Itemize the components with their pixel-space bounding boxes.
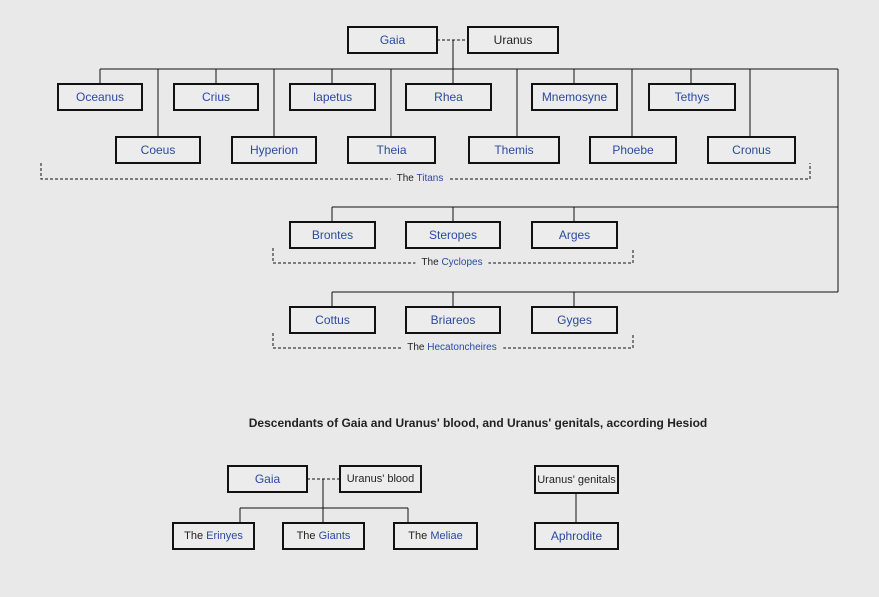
node-meliae: The Meliae — [393, 522, 478, 550]
link-erinyes[interactable]: Erinyes — [206, 530, 243, 542]
node-gyges[interactable]: Gyges — [531, 306, 618, 334]
label-prefix: The — [396, 173, 414, 184]
node-cottus[interactable]: Cottus — [289, 306, 376, 334]
group-link-titans[interactable]: Titans — [416, 173, 444, 184]
second-tree-title: Descendants of Gaia and Uranus' blood, a… — [248, 416, 708, 430]
node-themis[interactable]: Themis — [468, 136, 560, 164]
node-coeus[interactable]: Coeus — [115, 136, 201, 164]
label-prefix: The — [184, 530, 204, 542]
link-meliae[interactable]: Meliae — [430, 530, 463, 542]
node-giants: The Giants — [282, 522, 365, 550]
node-gaia[interactable]: Gaia — [347, 26, 438, 54]
node-mnemosyne[interactable]: Mnemosyne — [531, 83, 618, 111]
node-rhea[interactable]: Rhea — [405, 83, 492, 111]
group-link-hecatoncheires[interactable]: Hecatoncheires — [427, 342, 497, 353]
node-briareos[interactable]: Briareos — [405, 306, 501, 334]
node-phoebe[interactable]: Phoebe — [589, 136, 677, 164]
label-prefix: The — [421, 257, 439, 268]
node-arges[interactable]: Arges — [531, 221, 618, 249]
group-label-hecatoncheires: The Hecatoncheires — [401, 342, 503, 353]
node-aphrodite[interactable]: Aphrodite — [534, 522, 619, 550]
group-label-cyclopes: The Cyclopes — [415, 257, 489, 268]
node-gaia-2[interactable]: Gaia — [227, 465, 308, 493]
label-prefix: The — [407, 342, 425, 353]
group-label-titans: The Titans — [390, 173, 450, 184]
node-iapetus[interactable]: Iapetus — [289, 83, 376, 111]
link-giants[interactable]: Giants — [318, 530, 351, 542]
node-erinyes: The Erinyes — [172, 522, 255, 550]
group-link-cyclopes[interactable]: Cyclopes — [441, 257, 483, 268]
node-brontes[interactable]: Brontes — [289, 221, 376, 249]
node-steropes[interactable]: Steropes — [405, 221, 501, 249]
label-prefix: The — [296, 530, 316, 542]
node-tethys[interactable]: Tethys — [648, 83, 736, 111]
node-cronus[interactable]: Cronus — [707, 136, 796, 164]
node-crius[interactable]: Crius — [173, 83, 259, 111]
node-uranus-genitals: Uranus' genitals — [534, 465, 619, 494]
node-uranus: Uranus — [467, 26, 559, 54]
node-oceanus[interactable]: Oceanus — [57, 83, 143, 111]
node-uranus-blood: Uranus' blood — [339, 465, 422, 493]
label-prefix: The — [408, 530, 428, 542]
node-hyperion[interactable]: Hyperion — [231, 136, 317, 164]
node-theia[interactable]: Theia — [347, 136, 436, 164]
